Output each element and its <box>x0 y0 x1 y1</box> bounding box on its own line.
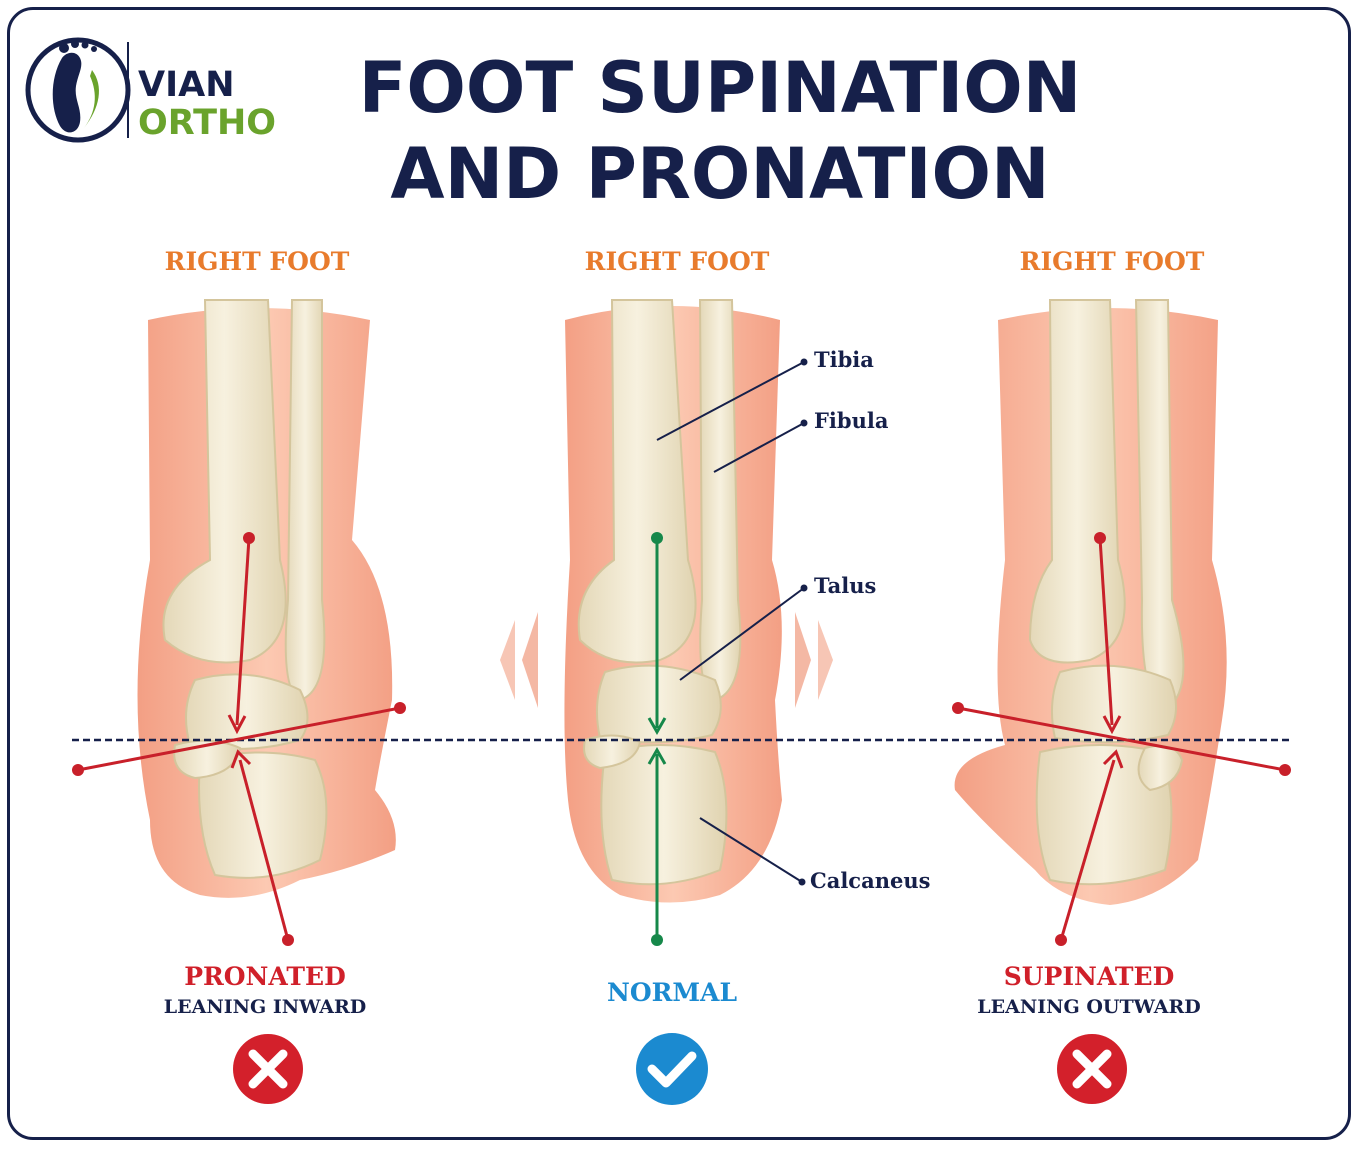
foot-illustration-pronated <box>137 299 396 898</box>
status-pronated: PRONATED <box>184 962 346 991</box>
status-normal: NORMAL <box>606 978 738 1007</box>
check-icon <box>636 1033 708 1105</box>
foot-illustration-normal <box>500 299 833 903</box>
cross-icon <box>1057 1034 1127 1104</box>
brand-name-line1: VIAN <box>138 65 235 105</box>
axis-lines-normal <box>647 532 667 946</box>
foot-illustration-supinated <box>954 299 1227 905</box>
description-pronated: LEANING INWARD <box>163 996 367 1018</box>
page-title-line1: FOOT SUPINATION <box>358 47 1082 129</box>
panel-label-normal: RIGHT FOOT <box>584 247 770 276</box>
status-supinated: SUPINATED <box>1003 962 1175 991</box>
panel-label-pronated: RIGHT FOOT <box>164 247 350 276</box>
axis-lines-pronated <box>72 532 406 946</box>
description-supinated: LEANING OUTWARD <box>977 996 1201 1018</box>
page-title-line2: AND PRONATION <box>390 133 1050 215</box>
panel-label-supinated: RIGHT FOOT <box>1019 247 1205 276</box>
logo-mark <box>25 37 131 143</box>
brand-name-line2: ORTHO <box>138 103 277 143</box>
label-leaders <box>656 358 808 886</box>
bone-label-calcaneus: Calcaneus <box>810 868 931 893</box>
bone-label-talus: Talus <box>814 573 877 598</box>
bone-label-fibula: Fibula <box>814 408 889 433</box>
cross-icon <box>233 1034 303 1104</box>
axis-lines-supinated <box>952 532 1291 946</box>
bone-label-tibia: Tibia <box>814 347 874 372</box>
